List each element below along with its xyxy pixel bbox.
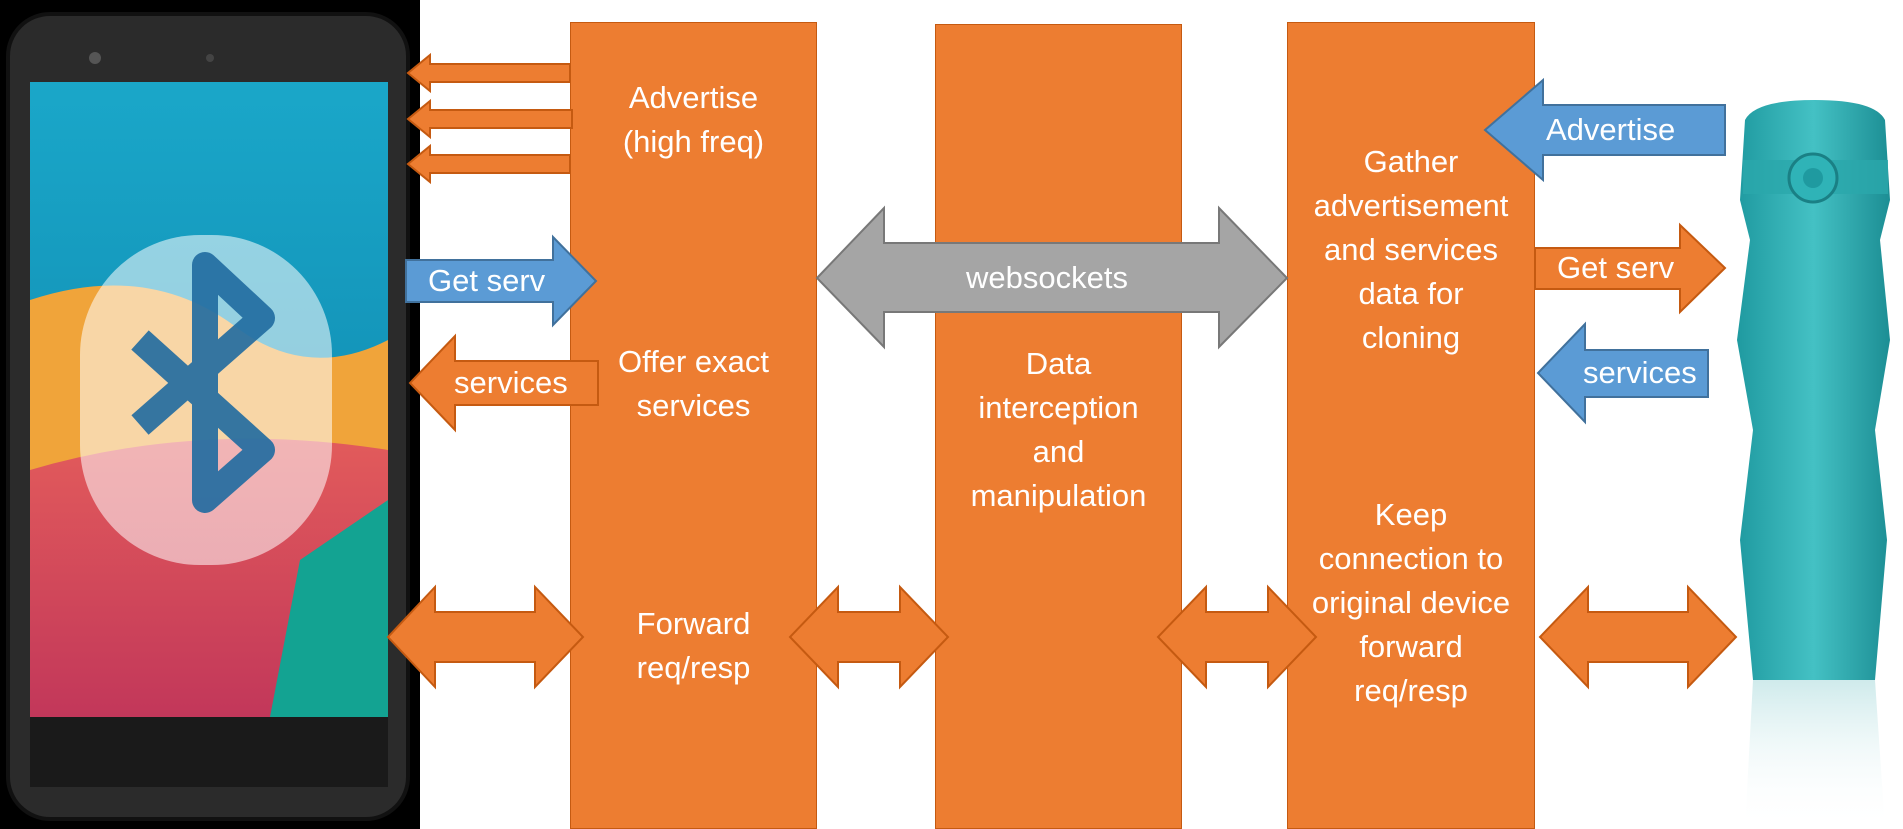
phone-forward-arrow (386, 584, 585, 690)
services-left-arrow (408, 333, 599, 433)
get-serv-right-label: Get serv (1557, 250, 1675, 285)
get-serv-right-arrow (1534, 222, 1727, 315)
advertise-arrow-3 (406, 143, 571, 185)
gather-clone-box (1287, 22, 1535, 829)
proxy-middle-arrow (788, 584, 950, 690)
websockets-label: websockets (966, 260, 1128, 295)
advertise-arrow-1 (406, 52, 571, 94)
websockets-arrow (815, 205, 1289, 350)
get-serv-left-arrow (405, 234, 598, 328)
data-interception-label: Data interception and manipulation (970, 346, 1147, 513)
gather-advertisement-label: Gather advertisement and services data f… (1313, 144, 1509, 355)
advertise-right-arrow (1483, 77, 1726, 183)
phone-image (0, 0, 420, 829)
services-left-label: services (454, 365, 568, 400)
forward-req-resp-label: Forward req/resp (636, 606, 751, 685)
gather-device-arrow (1538, 584, 1738, 690)
water-bottle-image (1737, 100, 1890, 829)
interception-box (935, 24, 1182, 829)
advertise-proxy-box (570, 22, 817, 829)
services-right-label: services (1583, 355, 1697, 390)
middle-gather-arrow (1156, 584, 1318, 690)
offer-exact-services-label: Offer exact services (617, 344, 770, 423)
advertise-right-label: Advertise (1546, 112, 1676, 147)
services-right-arrow (1536, 321, 1709, 425)
get-serv-left-label: Get serv (428, 263, 546, 298)
advertise-arrow-2 (406, 98, 573, 140)
advertise-high-freq-label: Advertise (high freq) (622, 80, 765, 159)
keep-connection-label: Keep connection to original device forwa… (1311, 497, 1511, 708)
